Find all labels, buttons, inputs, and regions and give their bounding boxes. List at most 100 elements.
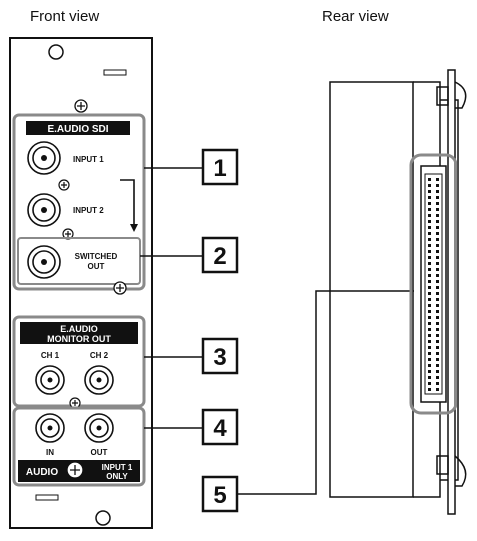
connector-pin	[436, 268, 439, 271]
connector-pin	[428, 274, 431, 277]
connector-pin	[436, 376, 439, 379]
connector-pin	[436, 298, 439, 301]
rca-out-connector	[84, 413, 114, 443]
connector-pin	[436, 190, 439, 193]
screw-icon	[74, 99, 88, 113]
connector-pin	[428, 304, 431, 307]
connector-pin	[436, 292, 439, 295]
connector-pin	[428, 268, 431, 271]
connector-pin	[428, 178, 431, 181]
connector-pin	[436, 370, 439, 373]
callout-number: 1	[213, 155, 226, 182]
audio-section: IN OUT AUDIO INPUT 1 ONLY	[12, 406, 146, 487]
connector-pin	[428, 250, 431, 253]
input1-label: INPUT 1	[73, 155, 104, 164]
front-panel: E.AUDIO SDI INPUT 1 INPUT 2	[9, 37, 153, 529]
sdi-section: E.AUDIO SDI INPUT 1 INPUT 2	[12, 113, 146, 291]
connector-pin	[436, 322, 439, 325]
connector-pin	[428, 370, 431, 373]
ch2-label: CH 2	[90, 351, 109, 360]
connector-pin	[428, 202, 431, 205]
connector-pin	[428, 364, 431, 367]
ch1-label: CH 1	[41, 351, 60, 360]
connector-pin	[436, 208, 439, 211]
connector-pin	[428, 376, 431, 379]
connector-pin	[436, 256, 439, 259]
audio-out-label: OUT	[91, 448, 108, 457]
input1-only-note-line2: ONLY	[106, 472, 128, 481]
connector-pin	[428, 298, 431, 301]
connector-pin	[436, 202, 439, 205]
connector-pin	[428, 328, 431, 331]
connector-pin	[436, 364, 439, 367]
connector-pin	[428, 196, 431, 199]
bnc-input2-connector	[27, 193, 61, 227]
callout-5: 5	[201, 475, 239, 513]
connector-pin	[436, 334, 439, 337]
connector-pin	[436, 250, 439, 253]
connector-pin	[436, 352, 439, 355]
connector-pin	[428, 334, 431, 337]
connector-pin	[436, 274, 439, 277]
connector-pin	[428, 292, 431, 295]
callout-number: 2	[213, 243, 226, 270]
screw-icon	[58, 179, 70, 191]
rear-multipin-connector	[409, 153, 458, 415]
connector-pin	[436, 214, 439, 217]
connector-pin	[428, 184, 431, 187]
callout-leaders	[140, 167, 414, 495]
callout-number: 5	[213, 482, 226, 509]
sdi-section-title: E.AUDIO SDI	[47, 124, 108, 135]
switch-arrow-icon	[130, 224, 138, 232]
connector-pin	[428, 286, 431, 289]
bnc-input1-connector	[27, 141, 61, 175]
connector-pin	[436, 388, 439, 391]
connector-pin	[428, 346, 431, 349]
connector-pin	[428, 226, 431, 229]
callout-1: 1	[201, 148, 239, 186]
connector-pin	[428, 238, 431, 241]
input2-label: INPUT 2	[73, 206, 104, 215]
monitor-title-line1: E.AUDIO	[60, 324, 98, 334]
callout-4: 4	[201, 408, 239, 446]
connector-pin	[436, 382, 439, 385]
screw-icon	[113, 281, 127, 295]
connector-pin	[436, 196, 439, 199]
mounting-hole-top	[48, 44, 64, 60]
connector-pin	[428, 232, 431, 235]
connector-pin	[428, 322, 431, 325]
switched-out-label-line1: SWITCHED	[75, 252, 118, 261]
input1-only-note-line1: INPUT 1	[102, 463, 133, 472]
connector-pin	[436, 304, 439, 307]
monitor-out-section: E.AUDIO MONITOR OUT CH 1 CH 2	[12, 315, 146, 408]
connector-pin	[428, 190, 431, 193]
connector-pin	[436, 262, 439, 265]
screw-icon	[62, 228, 74, 240]
switched-out-section: SWITCHED OUT	[17, 237, 141, 285]
connector-pin	[428, 388, 431, 391]
monitor-title-line2: MONITOR OUT	[47, 334, 111, 344]
switched-out-label-line2: OUT	[88, 262, 105, 271]
connector-pin	[436, 328, 439, 331]
connector-pin	[428, 382, 431, 385]
connector-pin	[436, 280, 439, 283]
connector-pin	[436, 286, 439, 289]
mounting-hole-bottom	[95, 510, 111, 526]
connector-pin	[428, 358, 431, 361]
connector-pin	[428, 244, 431, 247]
front-view-caption: Front view	[30, 8, 100, 25]
callout-number: 4	[213, 415, 227, 442]
connector-pin	[436, 346, 439, 349]
bnc-switched-out-connector	[27, 245, 61, 279]
connector-pin	[436, 232, 439, 235]
callout-2: 2	[201, 236, 239, 274]
callout-number: 3	[213, 344, 226, 371]
rca-ch1-connector	[35, 365, 65, 395]
screw-icon	[66, 461, 84, 479]
connector-pins	[428, 178, 439, 391]
connector-pin	[436, 358, 439, 361]
connector-pin	[428, 310, 431, 313]
connector-pin	[428, 220, 431, 223]
connector-pin	[428, 214, 431, 217]
